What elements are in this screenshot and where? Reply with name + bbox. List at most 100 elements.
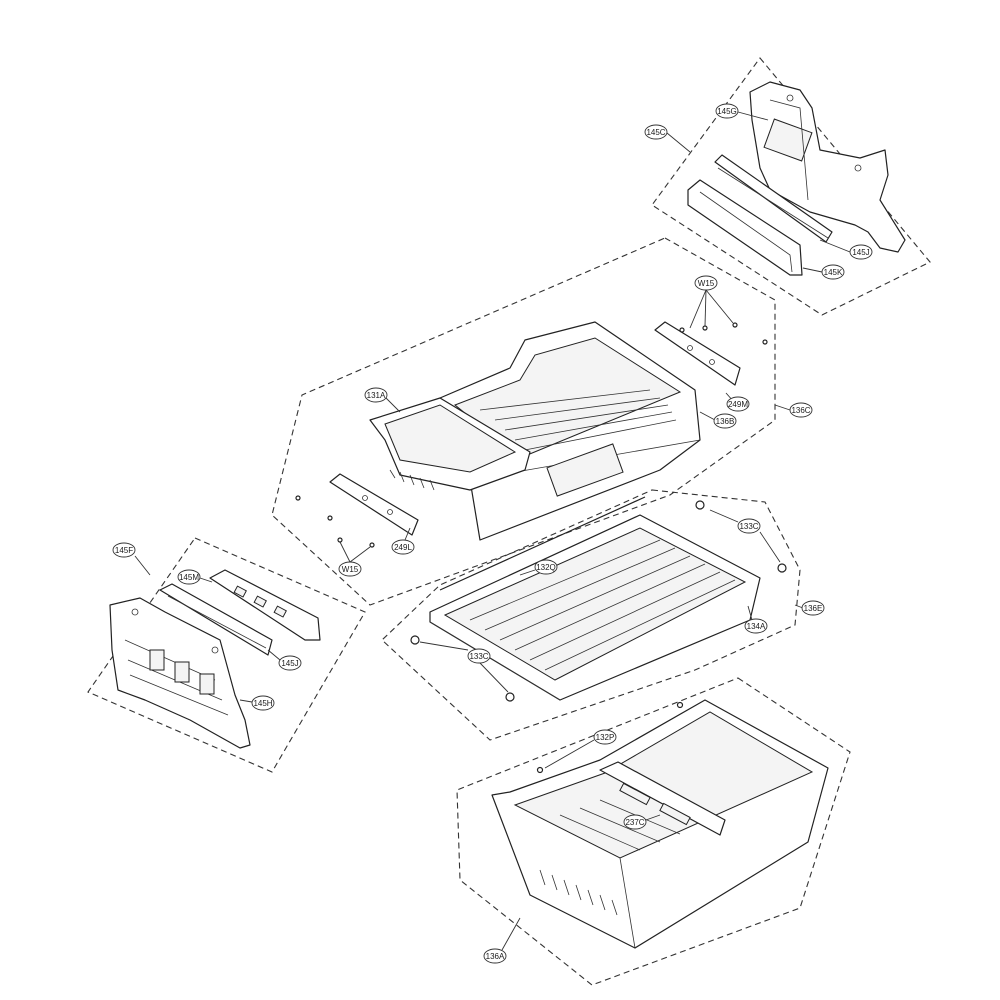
callout-bubble-136e	[801, 600, 825, 616]
bracket-hole	[786, 94, 794, 102]
screw	[732, 322, 738, 328]
divider-237c	[599, 761, 726, 836]
tray-134a-front-rim	[429, 621, 561, 701]
callout-bubble-145g	[715, 103, 739, 119]
callout-132q: 132Q	[536, 563, 556, 572]
callout-bubble-133c-left	[467, 648, 491, 664]
rail-bracket-145h	[109, 597, 251, 749]
callout-145j-bottom: 145J	[281, 659, 298, 668]
callout-bubble-w15-bottom	[338, 561, 362, 577]
leader-145f	[134, 555, 151, 576]
group-145c: 145G 145C 145J 145K	[644, 57, 931, 316]
small-bin-vents	[389, 469, 435, 491]
callout-bubble-132p	[593, 729, 617, 745]
leader-131a	[385, 397, 401, 413]
leader-145j-top	[819, 239, 851, 253]
callout-136e: 136E	[804, 604, 823, 613]
slide-rail-bottom-body	[159, 583, 273, 656]
mount-bracket-249m	[654, 321, 741, 386]
screws-w15-bottom	[295, 495, 375, 548]
screw	[327, 515, 333, 521]
bin-136a	[491, 699, 829, 949]
callout-136a: 136A	[486, 952, 505, 961]
group-136e: 133C 132Q 136E 134A 133C	[381, 489, 825, 741]
bracket-window	[149, 649, 165, 671]
callout-133c-left: 133C	[469, 652, 488, 661]
drawer-basket-ribs	[479, 389, 677, 451]
leader-w15-top	[704, 289, 707, 327]
callout-134a: 134A	[747, 622, 766, 631]
leader-133c-left	[419, 641, 469, 651]
callout-bubble-136c	[789, 402, 813, 418]
callout-bubble-249l	[391, 539, 415, 555]
rail-cover-145m	[209, 569, 321, 641]
tray-134a	[429, 514, 761, 701]
bracket-hole	[854, 164, 862, 172]
leader-w15-bottom	[349, 546, 371, 563]
screw	[369, 542, 375, 548]
mount-bracket-249l	[329, 473, 419, 536]
callout-145k: 145K	[824, 268, 843, 277]
bin-136a-inner	[513, 711, 814, 859]
group-136a: 132P 237C 136A	[456, 677, 851, 986]
group-145f: 145F 145M 145J 145H	[87, 537, 366, 773]
callout-249m: 249M	[728, 400, 748, 409]
callout-bubble-249m	[726, 396, 750, 412]
callout-bubble-145j-top	[849, 244, 873, 260]
callout-145f: 145F	[115, 546, 133, 555]
callout-bubble-145m	[177, 569, 201, 585]
bracket-window	[174, 661, 190, 683]
roller-133c	[777, 563, 787, 573]
callout-bubble-133c-right	[737, 518, 761, 534]
bracket-window	[763, 118, 813, 162]
rail-cover-edge	[699, 191, 793, 273]
screws-w15-top	[679, 322, 768, 345]
cover-slot	[253, 595, 267, 608]
divider-slot	[659, 802, 691, 826]
callout-145g: 145G	[717, 107, 737, 116]
slide-rail-145j-bottom	[159, 583, 273, 656]
callout-w15-top: W15	[698, 279, 715, 288]
leader-145h	[239, 699, 253, 703]
screw	[762, 339, 768, 345]
leader-134a	[747, 605, 753, 621]
slide-rail-bottom-groove	[167, 595, 267, 649]
bin-136a-vents	[539, 869, 618, 916]
leader-136b	[699, 411, 716, 421]
small-bin-131a	[369, 397, 531, 491]
callout-145h: 145H	[253, 699, 272, 708]
callout-131a: 131A	[367, 391, 386, 400]
callout-bubble-145k	[821, 264, 845, 280]
leader-w15-top	[705, 289, 734, 324]
tray-134a-ribs	[469, 539, 736, 671]
callout-bubble-134a	[744, 618, 768, 634]
leader-w15-top	[689, 289, 707, 329]
group-136e-boundary	[381, 489, 801, 741]
leader-145j-bottom	[267, 649, 281, 661]
cover-slot	[273, 605, 287, 618]
clip-132p	[676, 701, 684, 709]
leader-145g	[737, 111, 769, 121]
callout-bubble-237c	[623, 814, 647, 830]
bracket-hole	[709, 359, 715, 365]
callout-136c: 136C	[791, 406, 810, 415]
slide-rail-groove	[717, 167, 829, 239]
callout-bubble-132q	[534, 559, 558, 575]
callout-132p: 132P	[596, 733, 615, 742]
callout-w15-bottom: W15	[342, 565, 359, 574]
leader-132p	[544, 739, 595, 769]
callout-bubble-145c	[644, 124, 668, 140]
roller-133c	[410, 635, 420, 645]
callout-bubble-131a	[364, 387, 388, 403]
bracket-edge	[769, 99, 809, 201]
bracket-hole	[687, 345, 693, 351]
drawer-handle-slot	[546, 443, 624, 497]
leader-133c-left	[479, 662, 509, 693]
callout-bubble-145j-bottom	[278, 655, 302, 671]
group-145c-boundary	[651, 57, 931, 316]
callout-bubble-136a	[483, 948, 507, 964]
group-136a-boundary	[456, 677, 851, 986]
slide-rail-145j	[714, 154, 833, 243]
